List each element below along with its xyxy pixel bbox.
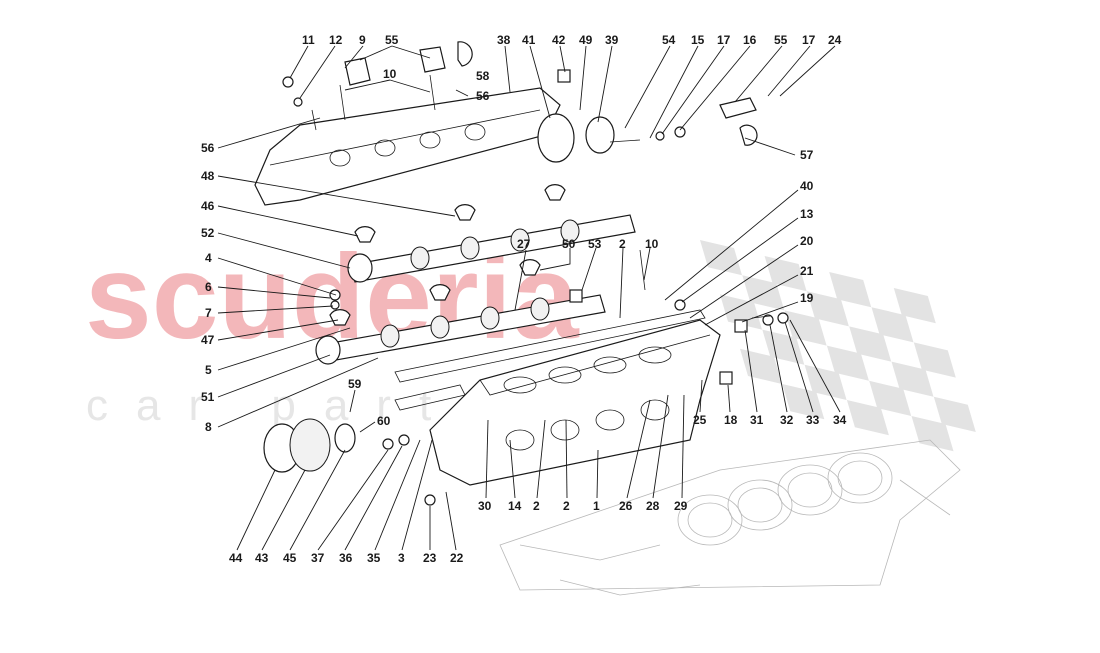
callout-label: 45 [283,551,297,565]
callout-label: 29 [674,499,688,513]
callout-label: 49 [579,33,593,47]
flag-square [913,342,956,378]
seal-assembly [263,418,356,473]
callout-label: 7 [205,306,212,320]
checkered-flag-watermark [700,240,976,452]
callout-label: 27 [517,237,531,251]
flag-square [869,380,912,416]
callout-label: 31 [750,413,764,427]
callout-label: 1 [593,499,600,513]
flag-square [782,384,825,420]
callout-label: 33 [806,413,820,427]
callout-label: 21 [800,264,814,278]
callout-label: 23 [423,551,437,565]
callout-label: 28 [646,499,660,513]
callout-label: 2 [563,499,570,513]
cam-cover [254,87,561,206]
callout-label: 16 [743,33,757,47]
flag-square [720,294,762,330]
callout-label: 17 [802,33,816,47]
callout-label: 36 [339,551,353,565]
flag-square [933,396,976,432]
callout-label: 14 [508,499,522,513]
callout-label: 57 [800,148,814,162]
callout-label: 10 [645,237,659,251]
callout-label: 35 [367,551,381,565]
callout-label: 41 [522,33,536,47]
callout-label: 52 [201,226,215,240]
callout-label: 55 [774,33,788,47]
engine-block-outline [499,439,961,596]
callout-label: 18 [724,413,738,427]
callout-label: 42 [552,33,566,47]
callout-label: 3 [398,551,405,565]
flag-square [871,307,914,343]
leader-lines [217,45,841,551]
callout-label: 12 [329,33,343,47]
flag-square [700,240,742,276]
callout-label: 32 [780,413,794,427]
callout-label: 9 [359,33,366,47]
callout-label: 40 [800,179,814,193]
callout-label: 25 [693,413,707,427]
callout-label: 39 [605,33,619,47]
callout-labels: 11 12 9 55 10 58 38 41 42 49 39 54 15 17… [201,33,847,565]
callout-label: 60 [377,414,391,428]
callout-label: 20 [800,234,814,248]
callout-label: 19 [800,291,814,305]
flag-square [764,256,807,292]
callout-label: 34 [833,413,847,427]
camshaft-lower [315,294,606,365]
callout-label: 24 [828,33,842,47]
callout-label: 44 [229,551,243,565]
callout-label: 58 [476,69,490,83]
callout-label: 17 [717,33,731,47]
flag-square [891,361,934,397]
callout-label: 8 [205,420,212,434]
small-parts [282,41,789,506]
callout-label: 15 [691,33,705,47]
cylinder-head [429,319,721,486]
callout-label: 2 [619,237,626,251]
callout-label: 6 [205,280,212,294]
callout-label: 53 [588,237,602,251]
callout-label: 26 [619,499,633,513]
callout-label: 51 [201,390,215,404]
camshaft-upper [347,214,636,283]
flag-square [804,364,847,400]
callout-label: 13 [800,207,814,221]
flag-square [806,291,849,327]
callout-label: 56 [476,89,490,103]
callout-label: 37 [311,551,325,565]
callout-label: 30 [478,499,492,513]
callout-label: 22 [450,551,464,565]
callout-label: 43 [255,551,269,565]
callout-label: 10 [383,67,397,81]
flag-square [846,400,889,436]
callout-label: 48 [201,169,215,183]
callout-label: 4 [205,251,212,265]
callout-label: 56 [201,141,215,155]
callout-label: 5 [205,363,212,377]
callout-label: 50 [562,237,576,251]
callout-label: 2 [533,499,540,513]
watermark-sub: car parts [86,381,509,430]
flag-square [849,326,892,362]
callout-label: 46 [201,199,215,213]
flag-square [826,345,869,381]
callout-label: 47 [201,333,215,347]
flag-square [740,348,782,384]
flag-square [784,310,827,346]
callout-label: 38 [497,33,511,47]
callout-label: 55 [385,33,399,47]
flag-square [829,272,872,308]
callout-label: 11 [302,33,315,47]
flag-square [893,288,936,324]
callout-label: 59 [348,377,362,391]
flag-square [911,416,954,452]
callout-label: 54 [662,33,676,47]
flag-square [742,275,785,311]
